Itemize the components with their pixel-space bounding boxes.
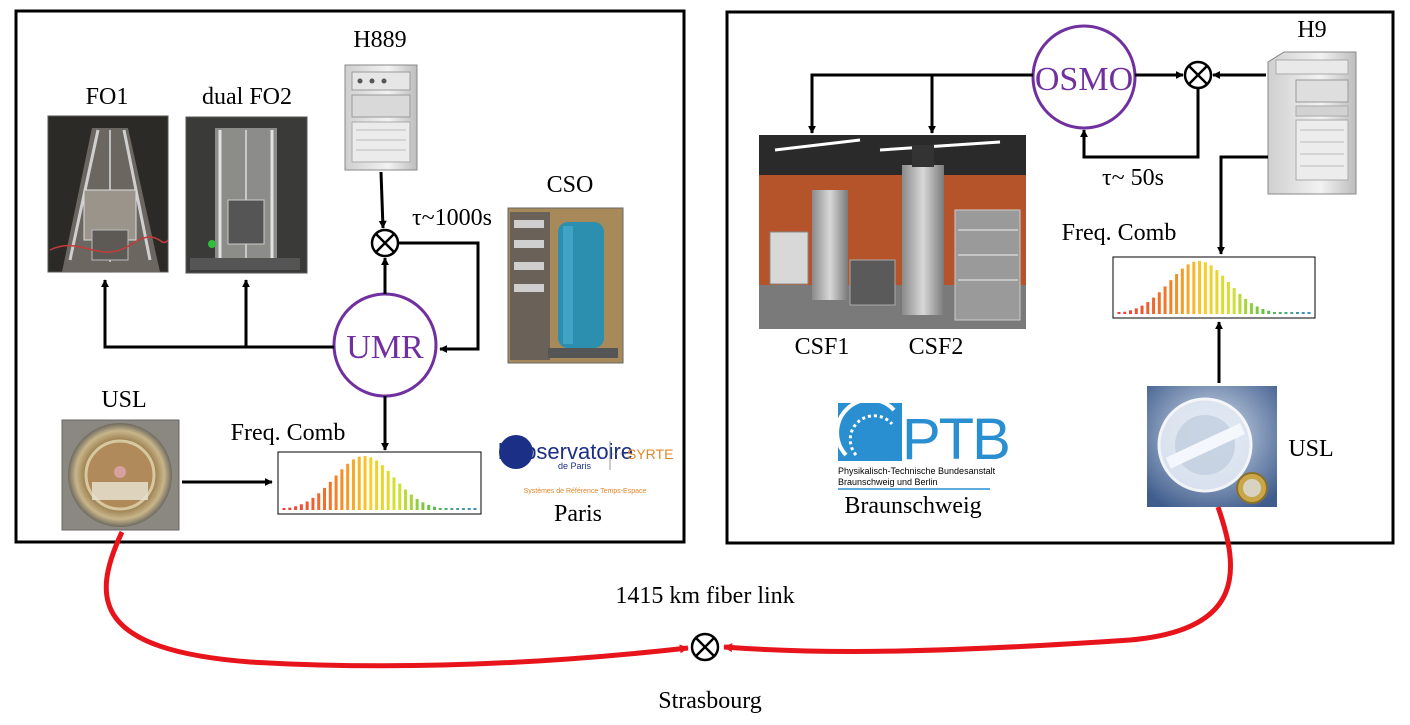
- csf-fountains-image: [759, 135, 1026, 329]
- cso-label: CSO: [547, 172, 594, 198]
- strasbourg-label: Strasbourg: [658, 688, 762, 714]
- cso-image: [507, 207, 624, 364]
- ptb-tau-label: τ~ 50s: [1102, 165, 1164, 191]
- ptb-mixer-icon: [1183, 60, 1213, 90]
- paris-mixer-icon: [370, 228, 400, 258]
- h9-to-comb-arrow: [1217, 155, 1268, 255]
- h889-to-mixer-arrow: [378, 171, 387, 229]
- umr-label: UMR: [346, 329, 424, 366]
- ptb-usl-image: [1147, 386, 1277, 507]
- paris-city-label: Paris: [554, 501, 602, 527]
- ptb-comb-label: Freq. Comb: [1062, 220, 1177, 246]
- strasbourg-mixer-icon: [690, 632, 720, 662]
- csf2-label: CSF2: [909, 334, 964, 360]
- braunschweig-panel: H9 τ~ 50s Freq. Comb CSF1 CSF2 USL Braun…: [725, 10, 1395, 545]
- braunschweig-frame: [725, 10, 1395, 545]
- observatoire-emblem-icon: [499, 435, 533, 469]
- umr-to-fo1-arrow: [101, 279, 334, 349]
- observatoire-logo-subtitle: de Paris: [558, 461, 592, 471]
- h9-label: H9: [1297, 17, 1326, 43]
- ptb-logo-text: PTB: [902, 407, 1009, 472]
- paris-frame: [14, 9, 686, 544]
- paris-comb-label: Freq. Comb: [231, 420, 346, 446]
- paris-connectors: [101, 171, 480, 486]
- osmo-to-csf1-arrow: [808, 73, 1033, 134]
- ptb-logo-line2: Braunschweig und Berlin: [838, 477, 938, 487]
- ptb-logo-line1: Physikalisch-Technische Bundesanstalt: [838, 466, 996, 476]
- ptb-logo: PTB Physikalisch-Technische Bundesanstal…: [835, 397, 1011, 490]
- syrte-logo-text: SYRTE: [627, 446, 673, 462]
- paris-usl-image: [61, 419, 180, 531]
- paris-comb-lines: [282, 456, 477, 510]
- paris-fiber-curve: [103, 530, 689, 669]
- mixer-feedback-arrow: [398, 241, 480, 353]
- h889-maser-image: [344, 64, 418, 171]
- ptb-freq-comb: [1112, 256, 1316, 319]
- fo2-label: dual FO2: [202, 84, 292, 110]
- paris-freq-comb: [277, 451, 482, 515]
- h9-maser-image: [1267, 51, 1357, 195]
- braunschweig-fiber-curve: [723, 506, 1233, 654]
- ptb-connectors: [808, 71, 1268, 383]
- ptb-usl-label: USL: [1288, 436, 1333, 462]
- csf1-label: CSF1: [795, 334, 850, 360]
- ptb-emblem-icon: [838, 403, 902, 461]
- syrte-logo-tagline: Systèmes de Référence Temps-Espace: [524, 488, 647, 495]
- braunschweig-city-label: Braunschweig: [844, 493, 981, 519]
- osmo-node: [1031, 24, 1137, 130]
- mixer-to-osmo-feedback-arrow: [1080, 88, 1200, 159]
- fo1-label: FO1: [86, 84, 129, 110]
- osmo-label: OSMO: [1035, 61, 1133, 98]
- ptb-comb-lines: [1117, 261, 1311, 314]
- paris-usl-label: USL: [101, 387, 146, 413]
- fiber-link: 1415 km fiber link Strasbourg: [103, 506, 1233, 714]
- paris-tau-label: τ~1000s: [412, 205, 492, 231]
- paris-panel: H889 FO1 dual FO2 CSO τ~1000s USL Freq. …: [14, 9, 686, 544]
- h889-label: H889: [353, 27, 406, 53]
- fo1-fountain-image: [47, 115, 169, 273]
- observatoire-logo-title: l'Observatoire: [498, 439, 633, 464]
- fo2-fountain-image: [185, 116, 308, 274]
- fiber-link-label: 1415 km fiber link: [615, 583, 794, 609]
- observatoire-logo: l'Observatoire de Paris SYRTE Systèmes d…: [498, 435, 673, 495]
